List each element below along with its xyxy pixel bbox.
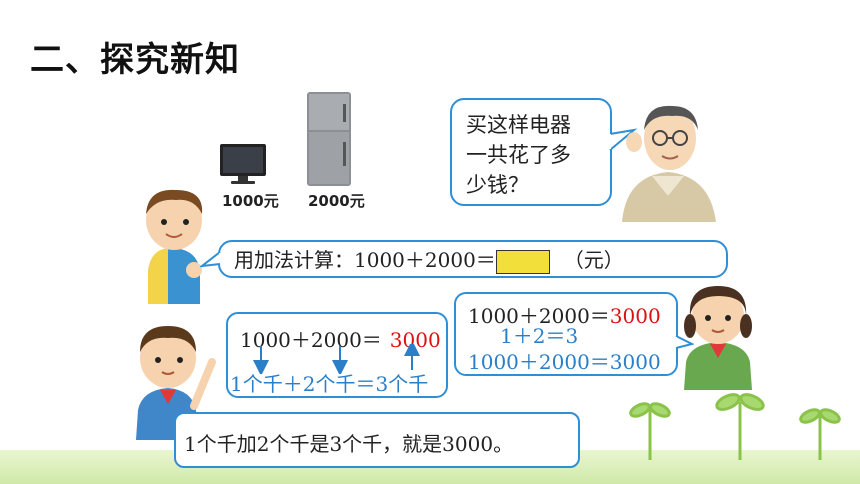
method-2-simple: 1＋2＝3: [500, 324, 579, 348]
answer-box[interactable]: 3000: [495, 249, 550, 274]
teacher-line-1: 买这样电器: [466, 113, 571, 137]
method-2-box: 1000＋2000＝3000 1＋2＝3 1000＋2000＝3000: [454, 292, 678, 376]
conclusion-text: 1个千加2个千是3个千，就是3000。: [184, 432, 514, 456]
teacher-bubble-tail: [608, 128, 638, 151]
method-2-equation: 1000＋2000＝: [468, 304, 610, 328]
conclusion-box: 1个千加2个千是3个千，就是3000。: [174, 412, 580, 468]
boy-speech-bubble: 用加法计算：1000＋2000＝3000 （元）: [218, 240, 728, 278]
boy-figure-2: [136, 326, 216, 440]
fridge-price: 2000元: [308, 192, 365, 210]
word-three-thousand: 3个千: [375, 372, 429, 396]
teacher-line-3: 少钱？: [466, 173, 529, 197]
method-1-equation: 1000＋2000＝: [240, 328, 382, 352]
method-2-result: 3000: [609, 304, 661, 328]
addition-prompt: 用加法计算：: [234, 248, 354, 272]
fridge-image: [307, 92, 351, 186]
word-equals: ＝: [355, 372, 376, 396]
tv-image: [220, 144, 266, 184]
girl-figure: [684, 286, 752, 390]
boy-bubble-tail: [200, 251, 222, 268]
method-2-bubble-tail: [674, 335, 694, 349]
teacher-line-2: 一共花了多: [466, 143, 571, 167]
teacher-speech-bubble: 买这样电器 一共花了多 少钱？: [450, 98, 612, 206]
word-plus: ＋: [282, 372, 303, 396]
unit-label: （元）: [563, 248, 624, 272]
tv-price: 1000元: [222, 192, 279, 210]
word-one-thousand: 1个千: [230, 372, 283, 396]
method-1-words: 1个千＋2个千＝3个千: [230, 368, 428, 397]
word-two-thousand: 2个千: [302, 372, 356, 396]
method-1-arrows: [253, 344, 420, 374]
teacher-figure: [622, 105, 716, 222]
addition-equation: 1000＋2000＝: [354, 248, 496, 272]
method-2-repeat: 1000＋2000＝3000: [468, 350, 661, 374]
method-1-box: 1000＋2000＝3000 1个千＋2个千＝3个千: [226, 312, 448, 398]
page-title: 二、探究新知: [30, 40, 240, 80]
sprout-decorations: [629, 393, 841, 460]
boy-figure-1: [146, 189, 203, 304]
